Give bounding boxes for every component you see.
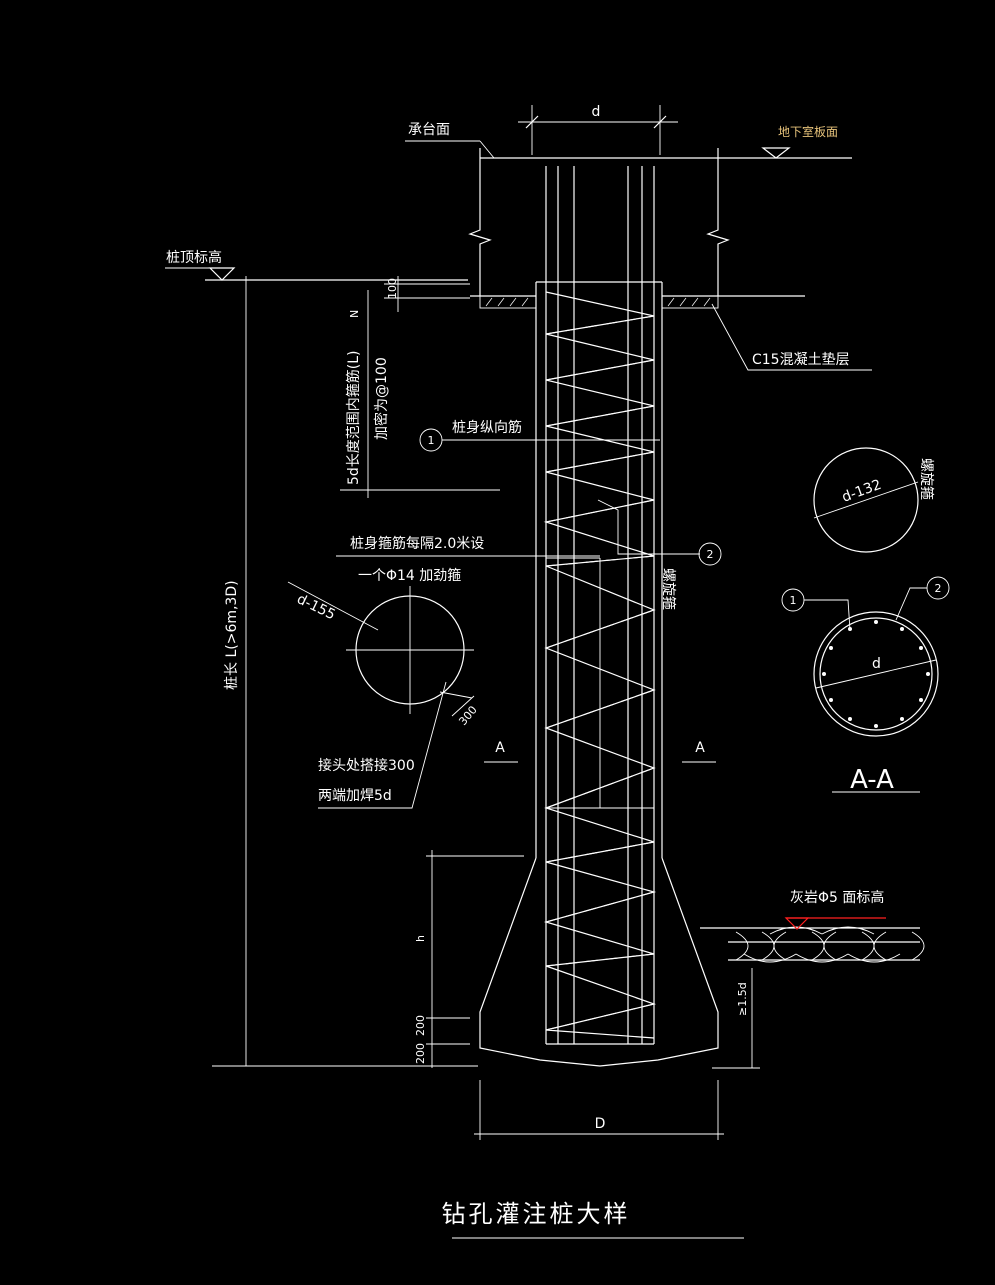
c15-pad: C15混凝土垫层 — [470, 295, 872, 371]
callout-1-long-rebar: 1 桩身纵向筋 — [419, 419, 660, 452]
section-title: A-A — [850, 765, 894, 795]
long-rebar-label: 桩身纵向筋 — [452, 419, 522, 436]
bell-dimensions: h 200 200 — [414, 850, 524, 1068]
dim-h-text: h — [414, 935, 427, 942]
dense-stirrup-range: 5d长度范围内箍筋(L) 加密为@100 — [340, 290, 500, 498]
dim-D-text: D — [595, 1116, 606, 1132]
dim-100-text: 100 — [386, 278, 399, 299]
dense-stirrup-text-2: 加密为@100 — [373, 357, 390, 440]
stiffener-text-2: 一个Φ14 加劲箍 — [358, 567, 461, 584]
stiffener-note: 桩身箍筋每隔2.0米设 一个Φ14 加劲箍 — [336, 535, 600, 584]
weld-text-2: 两端加焊5d — [318, 788, 392, 804]
pile-top-elev-label: 桩顶标高 — [166, 249, 222, 266]
rock-layer: 灰岩Φ5 面标高 ≥1.5d — [700, 889, 925, 1069]
section-mark-left: A — [495, 740, 505, 756]
bottom-dimension-D: D — [474, 1080, 724, 1140]
c15-label: C15混凝土垫层 — [752, 352, 850, 368]
section-callout-2: 2 — [935, 582, 942, 595]
spiral-ring-detail: d-132 螺旋箍 — [813, 447, 935, 553]
lap-300-text: 300 — [456, 703, 479, 727]
title-text: 钻孔灌注桩大样 — [442, 1200, 631, 1228]
section-marks: A A — [484, 740, 716, 763]
basement-slab-label: 地下室板面 — [778, 124, 838, 139]
cap-top-label: 承台面 — [408, 122, 450, 138]
pile-length-text: 桩长 L(>6m,3D) — [223, 580, 240, 690]
dim-d-text: d — [592, 104, 601, 120]
callout-1-num: 1 — [428, 434, 435, 447]
pile-body — [479, 166, 719, 1067]
weld-text-1: 接头处搭接300 — [318, 757, 415, 774]
pile-length-dimension: 桩长 L(>6m,3D) — [212, 276, 478, 1067]
drawing-title: 钻孔灌注桩大样 — [442, 1200, 744, 1239]
dim-200a-text: 200 — [414, 1015, 427, 1036]
spiral-ring-label: 螺旋箍 — [918, 458, 935, 500]
rock-elev-label: 灰岩Φ5 面标高 — [790, 889, 884, 906]
section-callout-1: 1 — [790, 594, 797, 607]
stiffener-text-1: 桩身箍筋每隔2.0米设 — [350, 535, 484, 552]
dense-stirrup-text-1: 5d长度范围内箍筋(L) — [345, 350, 362, 485]
top-dimension-d: d — [518, 104, 678, 155]
n-label: N — [348, 310, 361, 318]
callout-2-spiral: 2 螺旋箍 — [597, 499, 722, 610]
dim-200b-text: 200 — [414, 1043, 427, 1064]
cap-top-line: 承台面 地下室板面 — [405, 122, 852, 159]
section-mark-right: A — [695, 740, 705, 756]
callout-2-num: 2 — [707, 548, 714, 561]
cap-sides — [468, 148, 730, 296]
spiral-label: 螺旋箍 — [660, 568, 677, 610]
stiffener-ring: d-155 300 接头处搭接300 两端加焊5d — [287, 581, 480, 809]
pile-top-elevation: 桩顶标高 — [165, 249, 468, 281]
section-a-a: d 1 2 A-A — [781, 576, 950, 795]
section-d-text: d — [872, 656, 881, 672]
dimension-100: 100 N — [348, 276, 470, 318]
dim-15d-text: ≥1.5d — [736, 982, 749, 1016]
ring-dim-text: d-155 — [294, 591, 338, 623]
